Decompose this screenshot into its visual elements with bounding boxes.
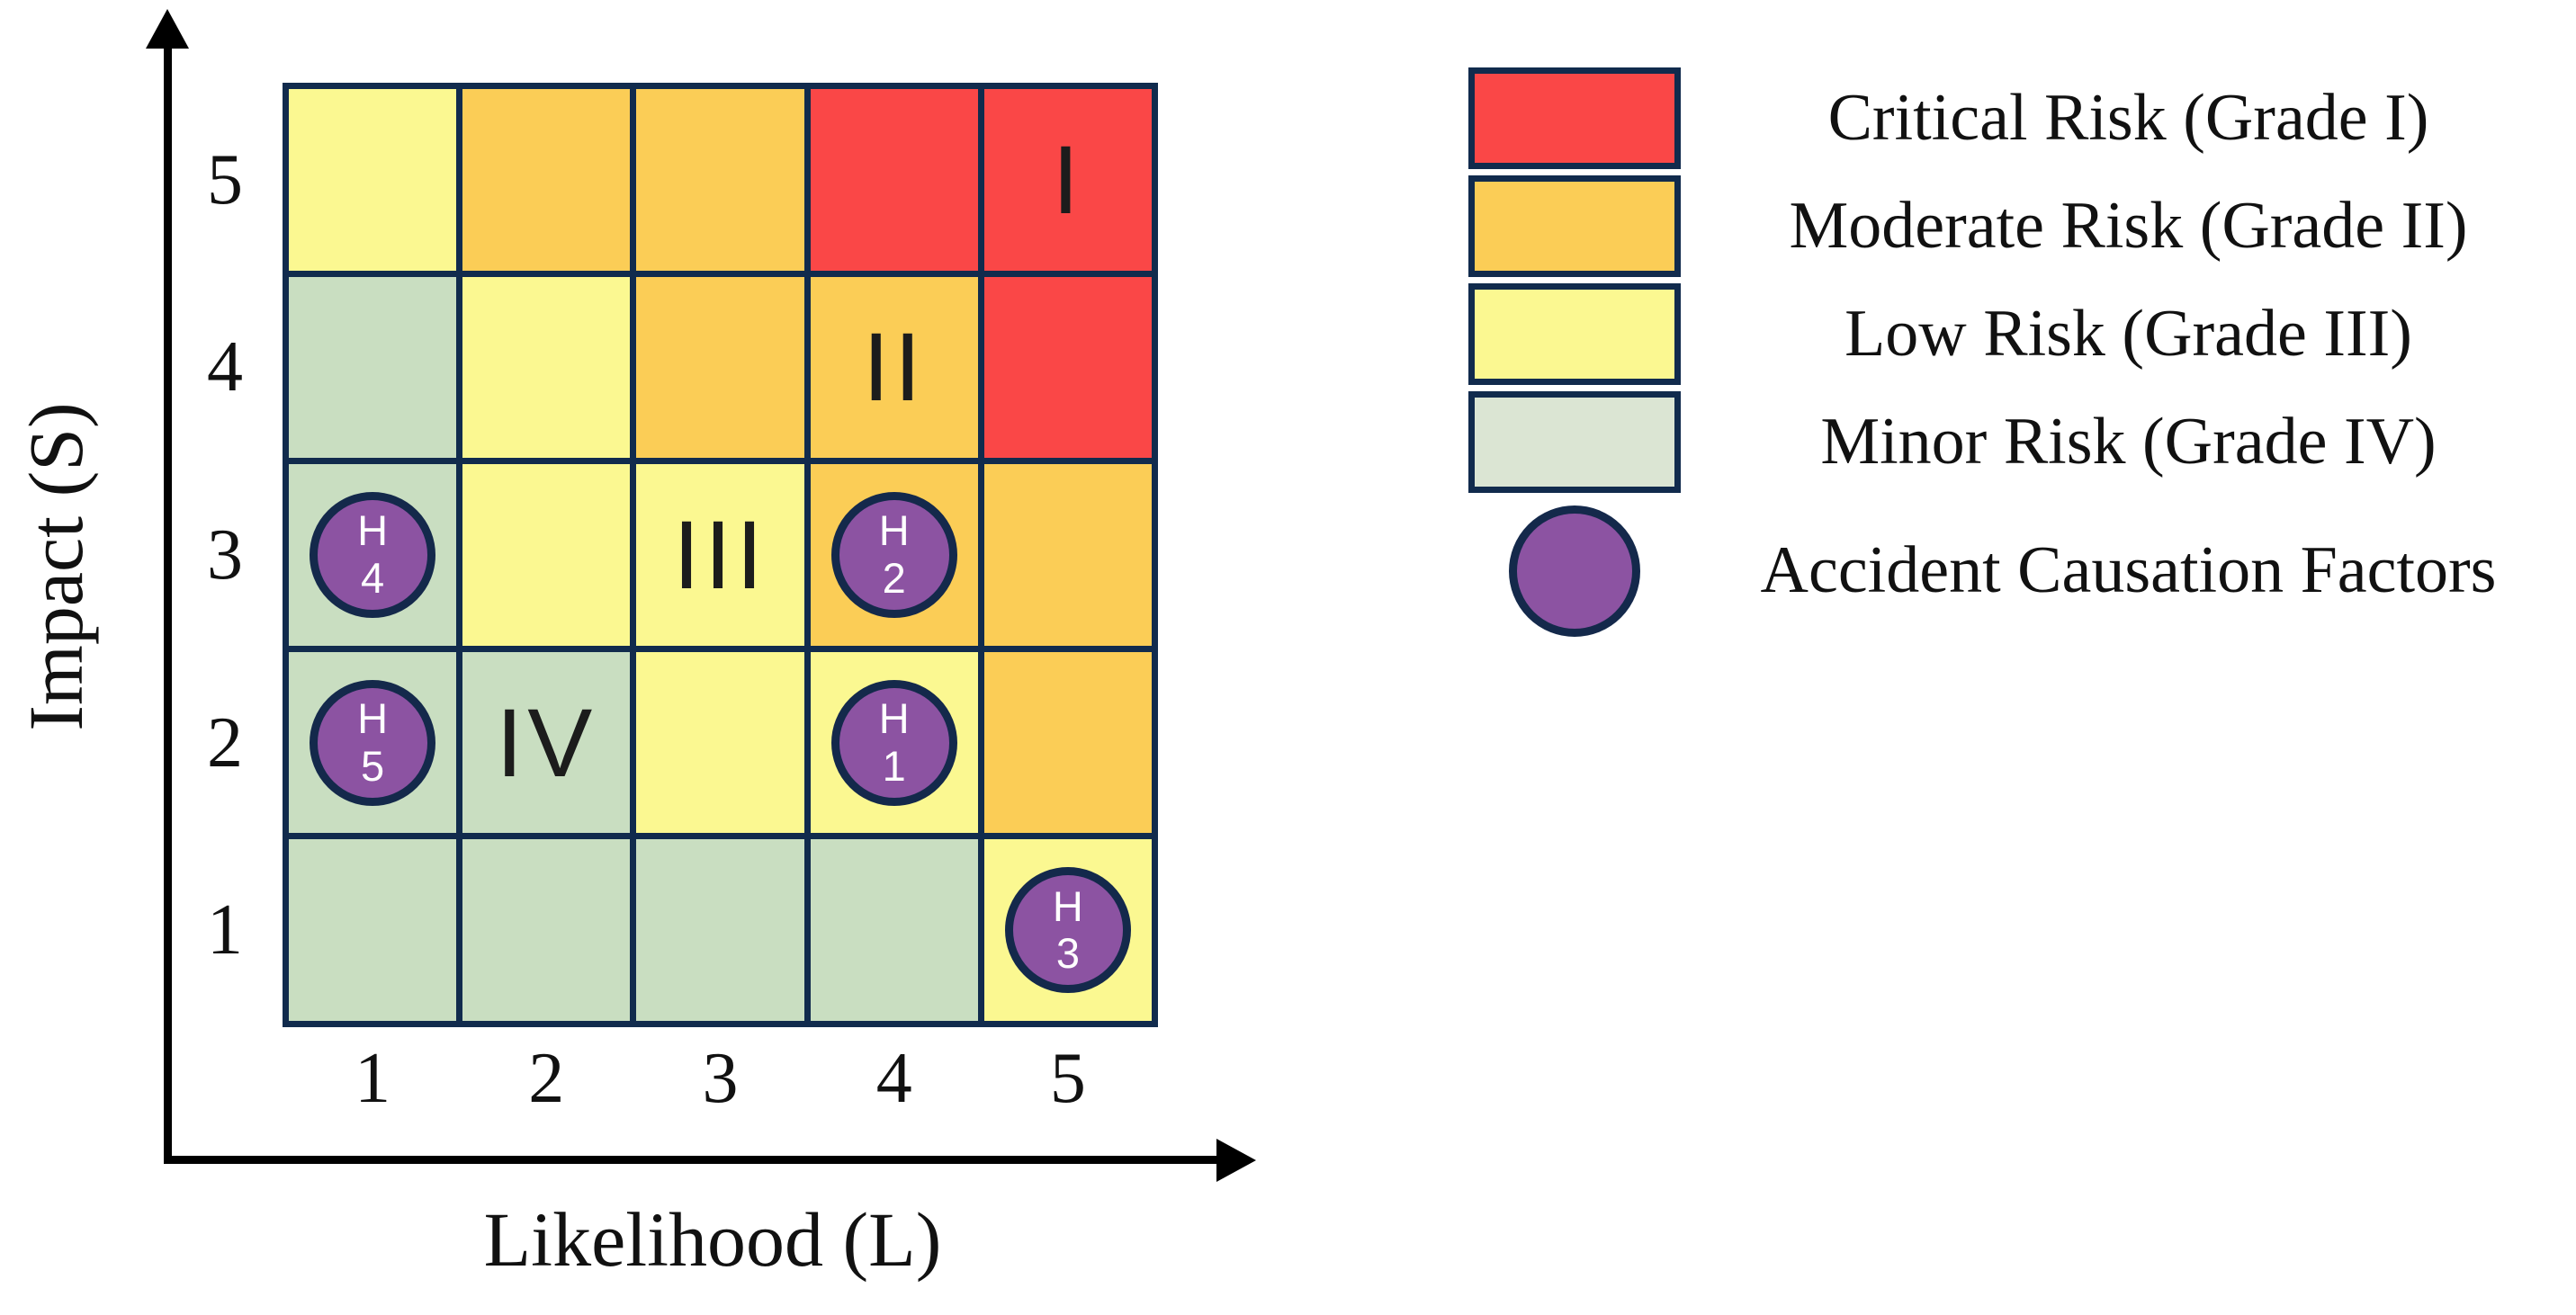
- x-tick-1: 1: [355, 1039, 391, 1118]
- matrix-cell-L5-S4-critical-risk: [983, 276, 1152, 459]
- x-tick-3: 3: [702, 1039, 739, 1118]
- x-tick-2: 2: [528, 1039, 565, 1118]
- matrix-cell-L3-S2-low-risk: [636, 651, 804, 834]
- legend-item-marker: Accident Causation Factors: [1468, 499, 2576, 643]
- legend-item-low: Low Risk (Grade III): [1468, 283, 2576, 385]
- matrix-cell-L3-S1-minor-risk: [636, 839, 804, 1021]
- matrix-cell-L2-S4-low-risk: [462, 276, 631, 459]
- x-axis-line: [164, 1156, 1218, 1164]
- marker-label-bottom: 2: [882, 553, 906, 602]
- marker-label-bottom: 5: [361, 741, 385, 790]
- matrix-cell-L5-S2-moderate-risk: [983, 651, 1152, 834]
- matrix-cell-L3-S4-moderate-risk: [636, 276, 804, 459]
- y-axis-arrowhead-icon: [146, 9, 189, 49]
- x-axis-arrowhead-icon: [1216, 1139, 1256, 1182]
- matrix-cell-L1-S1-minor-risk: [289, 839, 457, 1021]
- legend-label-moderate: Moderate Risk (Grade II): [1789, 188, 2468, 263]
- matrix-cell-L4-S1-minor-risk: [810, 839, 978, 1021]
- matrix-cell-L1-S4-minor-risk: [289, 276, 457, 459]
- matrix-cell-L2-S1-minor-risk: [462, 839, 631, 1021]
- legend-label-low: Low Risk (Grade III): [1844, 296, 2412, 371]
- legend-swatch-moderate: [1468, 175, 1681, 277]
- zone-label-grade-III: III: [672, 499, 767, 609]
- y-tick-5: 5: [207, 139, 243, 219]
- marker-label-bottom: 3: [1055, 929, 1080, 978]
- zone-label-grade-I: I: [1052, 124, 1084, 234]
- x-axis-title: Likelihood (L): [483, 1196, 942, 1283]
- matrix-cell-L1-S5-low-risk: [289, 89, 457, 271]
- legend-item-moderate: Moderate Risk (Grade II): [1468, 175, 2576, 277]
- zone-label-grade-II: II: [862, 312, 926, 422]
- matrix-cell-L2-S2-minor-risk: IV: [462, 651, 631, 834]
- legend-swatch-critical: [1468, 67, 1681, 169]
- marker-label-bottom: 4: [361, 553, 385, 602]
- y-tick-2: 2: [207, 702, 243, 783]
- matrix-cell-L2-S5-moderate-risk: [462, 89, 631, 271]
- marker-label-top: H: [1052, 881, 1083, 930]
- legend-item-critical: Critical Risk (Grade I): [1468, 67, 2576, 169]
- matrix-cell-L3-S3-low-risk: III: [636, 464, 804, 646]
- y-tick-4: 4: [207, 327, 243, 407]
- legend-circle-swatch-marker: [1509, 505, 1640, 637]
- legend-label-critical: Critical Risk (Grade I): [1827, 80, 2429, 155]
- matrix-cell-L3-S5-moderate-risk: [636, 89, 804, 271]
- marker-label-bottom: 1: [882, 741, 906, 790]
- legend-swatch-low: [1468, 283, 1681, 385]
- marker-label-top: H: [878, 693, 910, 742]
- marker-label-top: H: [357, 506, 389, 555]
- legend-label-marker: Accident Causation Factors: [1760, 533, 2497, 608]
- matrix-cell-L2-S3-low-risk: [462, 464, 631, 646]
- matrix-cell-L4-S5-critical-risk: [810, 89, 978, 271]
- y-axis-title: Impact (S): [13, 402, 99, 731]
- matrix-cell-L5-S5-critical-risk: I: [983, 89, 1152, 271]
- legend-swatch-minor_legend: [1468, 391, 1681, 493]
- x-tick-5: 5: [1049, 1039, 1086, 1118]
- matrix-cell-L5-S3-moderate-risk: [983, 464, 1152, 646]
- legend-item-minor_legend: Minor Risk (Grade IV): [1468, 391, 2576, 493]
- y-tick-1: 1: [207, 890, 243, 971]
- zone-label-grade-IV: IV: [496, 687, 597, 797]
- marker-label-top: H: [357, 693, 389, 742]
- marker-label-top: H: [878, 506, 910, 555]
- x-tick-4: 4: [875, 1039, 912, 1118]
- y-tick-3: 3: [207, 515, 243, 595]
- y-axis-line: [164, 27, 172, 1164]
- legend-label-minor_legend: Minor Risk (Grade IV): [1820, 404, 2437, 479]
- matrix-cell-L4-S4-moderate-risk: II: [810, 276, 978, 459]
